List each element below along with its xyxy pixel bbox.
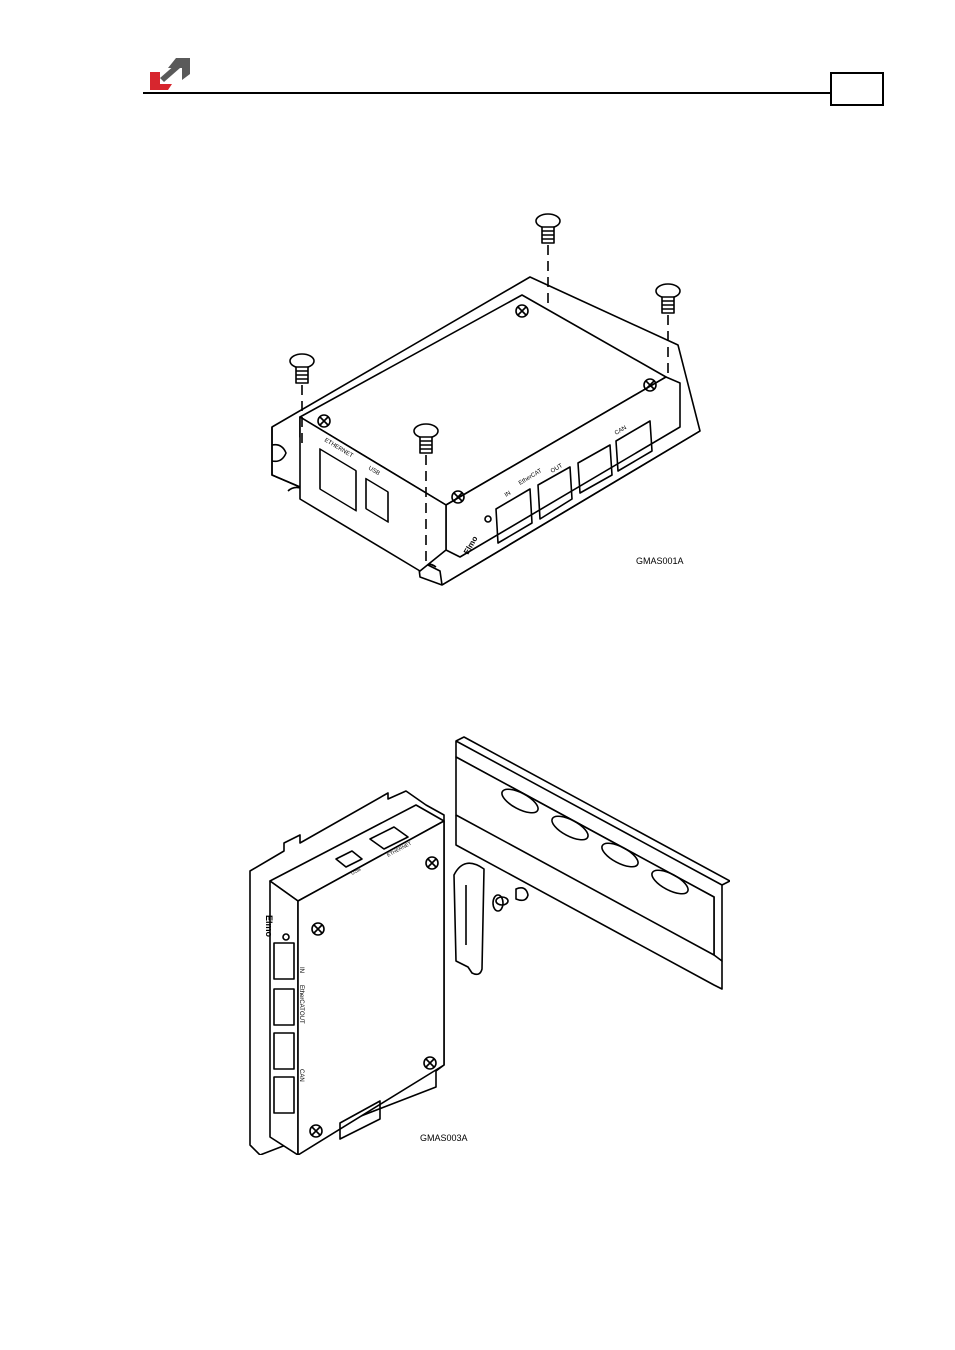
figure-din-rail-mount: Elmo IN EtherCAT OUT CAN USB ETHERNET [240, 735, 730, 1155]
page-number-box [830, 72, 884, 106]
header-rule [143, 92, 831, 94]
page-header [0, 0, 955, 120]
can-label: CAN [298, 1069, 304, 1082]
elmo-logo-icon [146, 58, 192, 90]
in-label: IN [298, 967, 304, 973]
figure-label: GMAS001A [636, 556, 684, 566]
din-rail [456, 737, 730, 989]
figure-screw-mount: ETHERNET USB IN EtherCAT OUT CAN Elmo [260, 205, 720, 600]
figure-label: GMAS003A [420, 1133, 468, 1143]
din-clip [454, 863, 528, 974]
out-label: OUT [298, 1011, 304, 1024]
ethercat-label: EtherCAT [298, 985, 304, 1011]
brand-mark: Elmo [264, 915, 274, 938]
